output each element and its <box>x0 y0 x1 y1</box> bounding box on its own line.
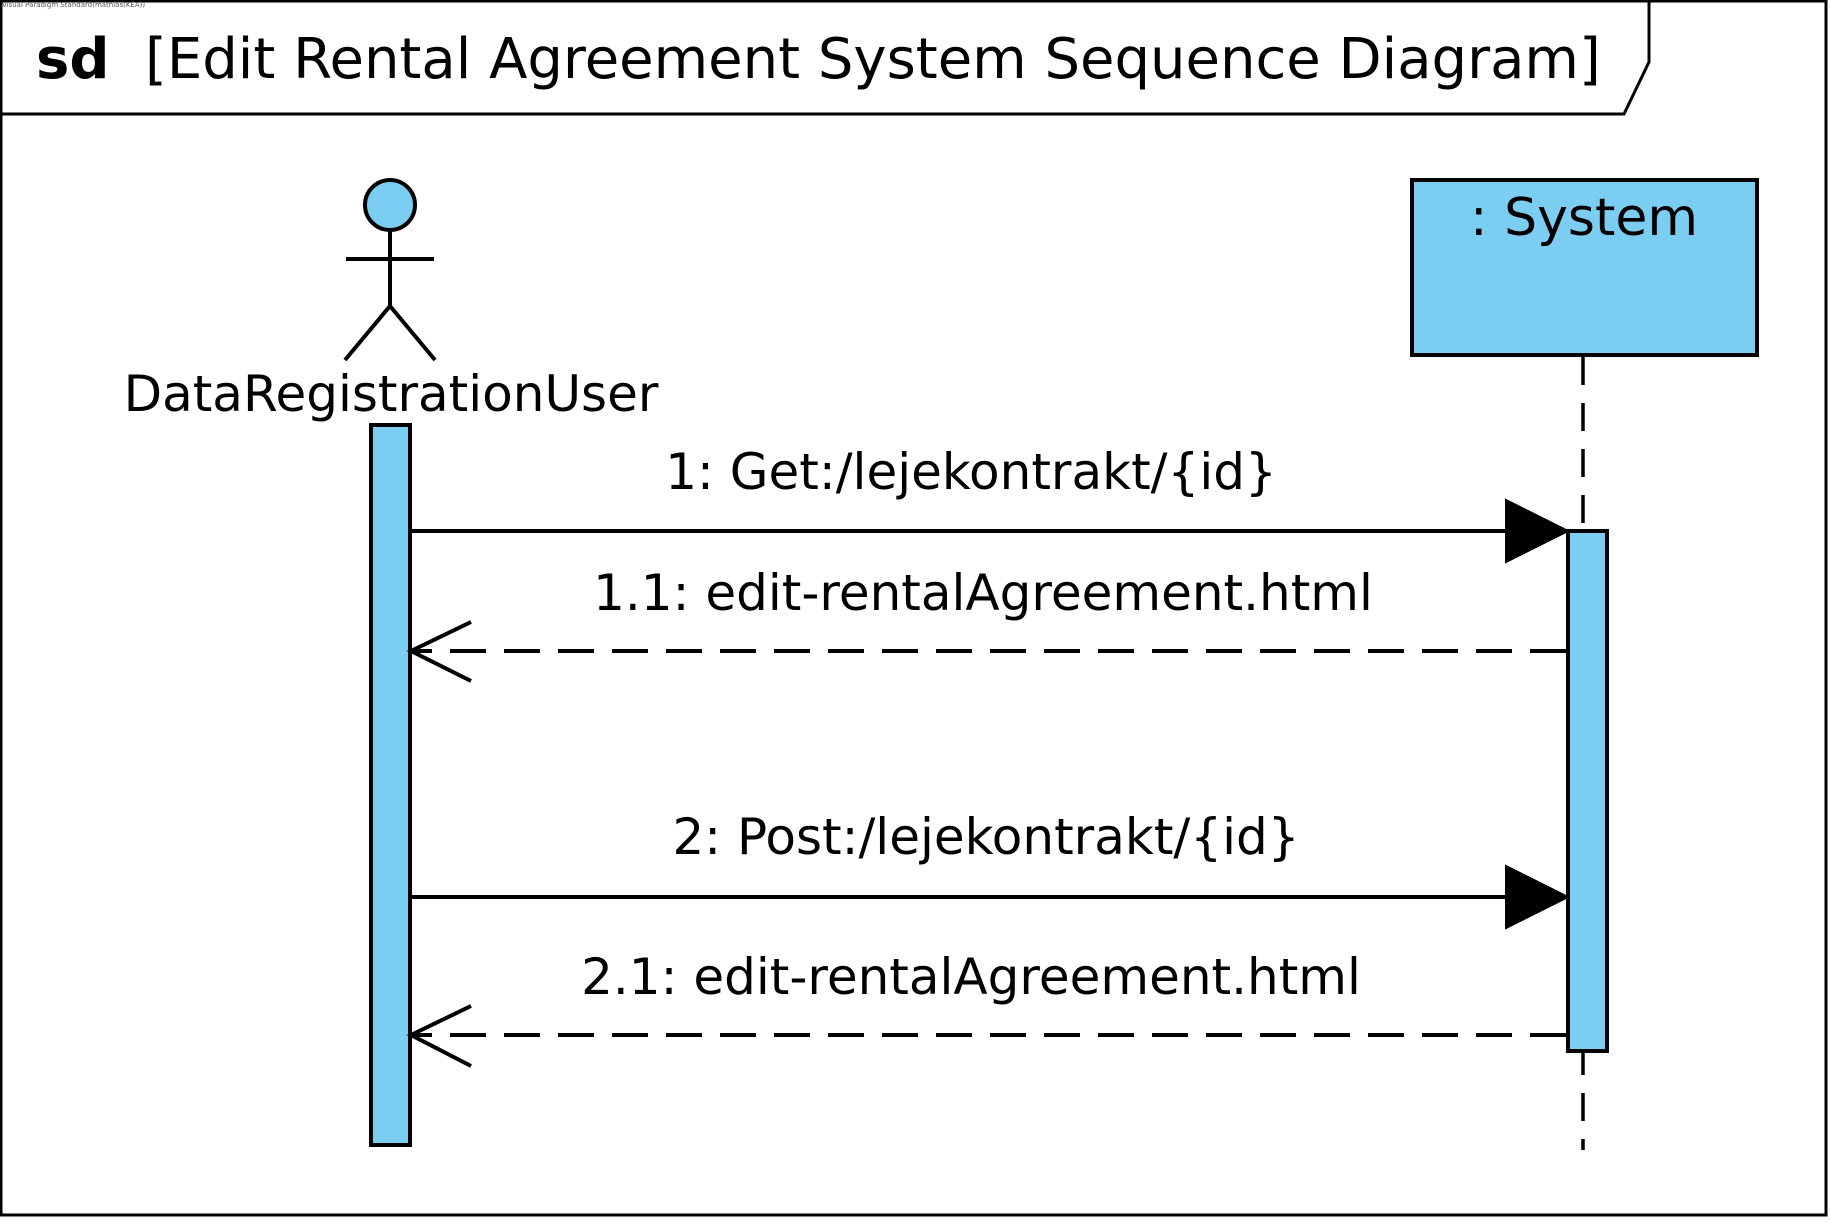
open-arrowhead-icon <box>406 620 472 683</box>
system-lifeline-name: : System <box>1470 188 1698 248</box>
actor-icon <box>343 178 437 362</box>
reply-label: 2.1: edit-rentalAgreement.html <box>581 948 1361 1006</box>
system-lifeline-head <box>1410 178 1759 357</box>
reply-label: 1.1: edit-rentalAgreement.html <box>593 564 1373 622</box>
watermark: Visual Paradigm Standard(mathias(KEA)) <box>2 1 146 9</box>
actor-right-leg <box>388 304 437 362</box>
actor-left-leg <box>343 304 392 362</box>
frame-keyword: sd <box>36 27 109 92</box>
filled-arrowhead-icon <box>1505 498 1571 564</box>
actor-activation-bar <box>369 423 412 1147</box>
system-activation-bar <box>1566 529 1609 1053</box>
frame-title-tab <box>0 0 1651 116</box>
frame-title: [Edit Rental Agreement System Sequence D… <box>145 27 1601 92</box>
filled-arrowhead-icon <box>1505 864 1571 930</box>
message-label: 1: Get:/lejekontrakt/{id} <box>665 443 1277 501</box>
actor-head <box>363 178 417 232</box>
open-arrowhead-icon <box>406 1004 472 1068</box>
message-label: 2: Post:/lejekontrakt/{id} <box>672 808 1299 866</box>
actor-name: DataRegistrationUser <box>124 365 659 423</box>
